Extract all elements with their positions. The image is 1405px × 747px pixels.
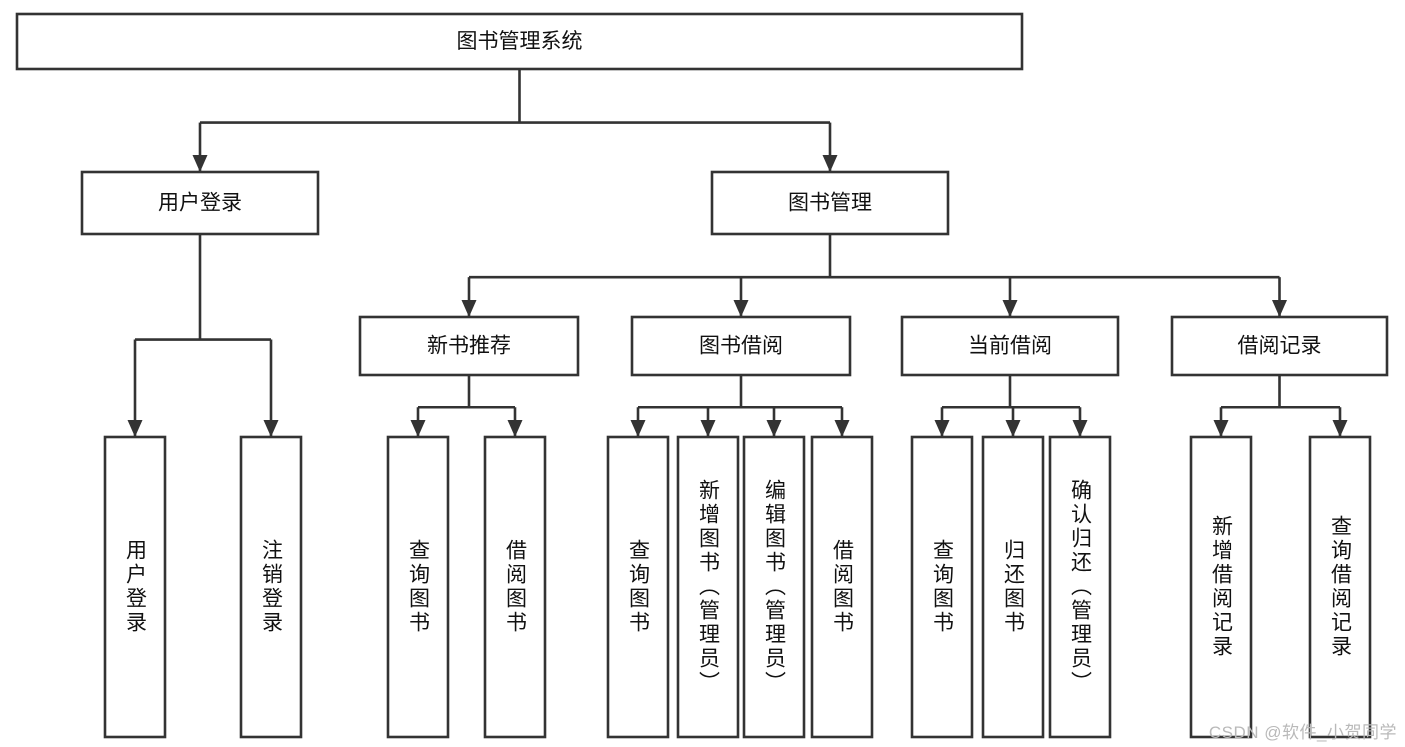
connector-group (192, 69, 838, 172)
node-leaf_0[interactable] (103, 435, 167, 739)
node-box[interactable] (15, 12, 1024, 71)
node-box[interactable] (1308, 435, 1372, 739)
arrow-head-icon (766, 420, 782, 437)
node-leaf_8[interactable] (910, 435, 974, 739)
node-leaf_12[interactable] (1308, 435, 1372, 739)
connector-layer (127, 69, 1348, 437)
node-label: 借阅记录 (1238, 335, 1322, 358)
node-root[interactable]: 图书管理系统 (15, 12, 1024, 71)
node-box[interactable] (80, 170, 320, 236)
node-label: 新书推荐 (427, 335, 511, 358)
node-leaf_2[interactable] (386, 435, 450, 739)
node-box[interactable] (1189, 435, 1253, 739)
arrow-head-icon (263, 420, 279, 437)
arrow-head-icon (507, 420, 523, 437)
connector-group (934, 375, 1088, 437)
arrow-head-icon (127, 420, 143, 437)
connector-group (630, 375, 850, 437)
node-l3_2[interactable]: 当前借阅 (900, 315, 1120, 377)
node-leaf_3[interactable] (483, 435, 547, 739)
node-box[interactable] (1048, 435, 1112, 739)
node-leaf_9[interactable] (981, 435, 1045, 739)
node-l3_0[interactable]: 新书推荐 (358, 315, 580, 377)
node-box[interactable] (239, 435, 303, 739)
node-leaf_6[interactable] (742, 435, 806, 739)
node-box[interactable] (386, 435, 450, 739)
arrow-head-icon (834, 420, 850, 437)
connector-group (1213, 375, 1348, 437)
arrow-head-icon (733, 300, 749, 317)
node-box[interactable] (710, 170, 950, 236)
arrow-head-icon (630, 420, 646, 437)
connector-group (127, 234, 279, 437)
node-label: 当前借阅 (968, 335, 1052, 358)
arrow-head-icon (1005, 420, 1021, 437)
node-label: 图书管理系统 (457, 30, 583, 53)
node-label: 图书管理 (788, 192, 872, 215)
node-l2_1[interactable]: 图书管理 (710, 170, 950, 236)
node-leaf_11[interactable] (1189, 435, 1253, 739)
arrow-head-icon (1002, 300, 1018, 317)
arrow-head-icon (1213, 420, 1229, 437)
node-l3_1[interactable]: 图书借阅 (630, 315, 852, 377)
node-label: 用户登录 (158, 192, 242, 215)
arrow-head-icon (822, 155, 838, 172)
arrow-head-icon (934, 420, 950, 437)
arrow-head-icon (192, 155, 208, 172)
node-leaf_5[interactable] (676, 435, 740, 739)
node-box[interactable] (981, 435, 1045, 739)
node-box[interactable] (900, 315, 1120, 377)
node-box[interactable] (1170, 315, 1389, 377)
connector-group (410, 375, 523, 437)
csdn-watermark: CSDN @软件_小贺同学 (1208, 723, 1397, 742)
arrow-head-icon (1332, 420, 1348, 437)
arrow-head-icon (461, 300, 477, 317)
node-box[interactable] (103, 435, 167, 739)
node-box[interactable] (358, 315, 580, 377)
node-leaf_1[interactable] (239, 435, 303, 739)
arrow-head-icon (1072, 420, 1088, 437)
node-label: 图书借阅 (699, 335, 783, 358)
node-box[interactable] (630, 315, 852, 377)
node-box[interactable] (606, 435, 670, 739)
connector-group (461, 234, 1287, 317)
node-box[interactable] (676, 435, 740, 739)
node-leaf_10[interactable] (1048, 435, 1112, 739)
node-box[interactable] (742, 435, 806, 739)
arrow-head-icon (700, 420, 716, 437)
node-box[interactable] (910, 435, 974, 739)
node-leaf_4[interactable] (606, 435, 670, 739)
node-l2_0[interactable]: 用户登录 (80, 170, 320, 236)
node-l3_3[interactable]: 借阅记录 (1170, 315, 1389, 377)
arrow-head-icon (1272, 300, 1287, 317)
node-box[interactable] (483, 435, 547, 739)
node-leaf_7[interactable] (810, 435, 874, 739)
arrow-head-icon (410, 420, 426, 437)
node-box[interactable] (810, 435, 874, 739)
